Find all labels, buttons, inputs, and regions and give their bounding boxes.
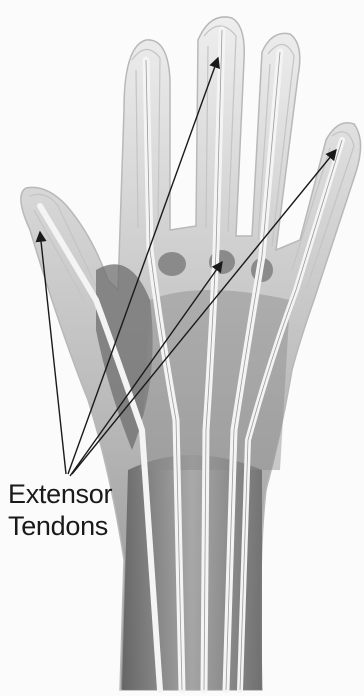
extensor-tendons-label: Extensor Tendons bbox=[8, 478, 112, 542]
label-line-1: Extensor bbox=[8, 478, 112, 510]
label-line-2: Tendons bbox=[8, 510, 112, 542]
